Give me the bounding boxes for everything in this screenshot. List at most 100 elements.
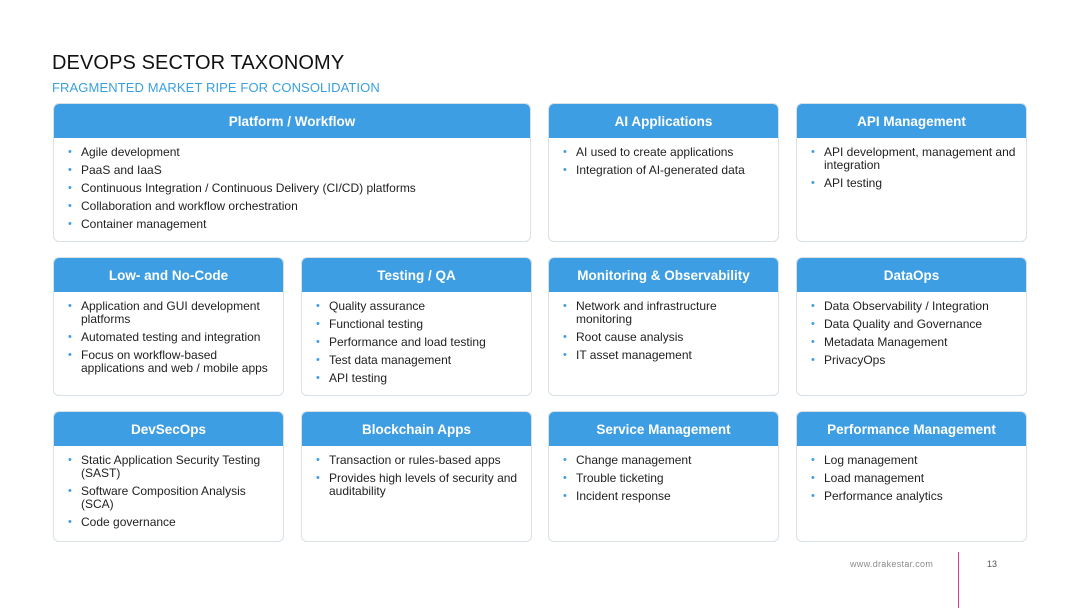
page-subtitle: FRAGMENTED MARKET RIPE FOR CONSOLIDATION (52, 80, 380, 95)
card-blockchain-apps: Blockchain Apps •Transaction or rules-ba… (301, 411, 532, 542)
list-item-text: Functional testing (329, 317, 424, 331)
bullet-icon: • (316, 372, 320, 384)
list-item-text: IT asset management (576, 348, 692, 362)
card-performance-management: Performance Management • Log management •… (796, 411, 1027, 542)
bullet-icon: • (68, 218, 72, 230)
bullet-icon: • (811, 177, 815, 189)
list-item-text: Data Quality and Governance (824, 317, 983, 331)
list-item-text: Focus on workflow-based applications and… (81, 348, 268, 375)
card-list: •API development, management and integra… (809, 146, 1016, 190)
card-list: •Change management • Trouble ticketing • I… (561, 454, 768, 503)
list-item-text: Trouble ticketing (576, 471, 664, 485)
list-item: •Network and infrastructure monitoring (561, 300, 768, 326)
list-item-text: Incident response (576, 489, 671, 503)
bullet-icon: • (563, 300, 567, 312)
card-list: • Application and GUI development platfor… (66, 300, 273, 375)
list-item: • Metadata Management (809, 336, 1016, 349)
card-service-management: Service Management •Change management •T… (548, 411, 779, 542)
bullet-icon: • (68, 331, 72, 343)
list-item: • Software Composition Analysis (SCA) (66, 485, 273, 511)
card-monitoring-observability: Monitoring & Observability •Network and … (548, 257, 779, 396)
card-list: •Static Application Security Testing (SA… (66, 454, 273, 529)
bullet-icon: • (563, 331, 567, 343)
bullet-icon: • (68, 300, 72, 312)
list-item: • Root cause analysis (561, 331, 768, 344)
bullet-icon: • (68, 454, 72, 466)
list-item: • Incident response (561, 490, 768, 503)
card-title: Blockchain Apps (302, 412, 531, 446)
list-item-text: Automated testing and integration (81, 330, 261, 344)
list-item: •Change management (561, 454, 768, 467)
bullet-icon: • (811, 354, 815, 366)
list-item-text: PaaS and IaaS (81, 163, 162, 177)
list-item: • Automated testing and integration (66, 331, 273, 344)
card-title: Low- and No-Code (54, 258, 283, 292)
bullet-icon: • (563, 349, 567, 361)
list-item-text: Metadata Management (824, 335, 948, 349)
list-item-text: API testing (329, 371, 388, 385)
list-item: •Agile development (66, 146, 520, 159)
list-item: •AI used to create applications (561, 146, 768, 159)
list-item-text: Performance analytics (824, 489, 943, 503)
card-list: •Transaction or rules-based apps •Provid… (314, 454, 521, 498)
bullet-icon: • (68, 182, 72, 194)
list-item-text: Software Composition Analysis (SCA) (81, 484, 246, 511)
card-title: Testing / QA (302, 258, 531, 292)
bullet-icon: • (563, 146, 567, 158)
list-item: •Functional testing (314, 318, 521, 331)
bullet-icon: • (68, 516, 72, 528)
card-api-management: API Management •API development, managem… (796, 103, 1027, 242)
list-item: • Performance and load testing (314, 336, 521, 349)
footer-divider (958, 552, 959, 608)
list-item-text: Code governance (81, 515, 176, 529)
bullet-icon: • (316, 454, 320, 466)
bullet-icon: • (563, 490, 567, 502)
list-item: •Test data management (314, 354, 521, 367)
card-title: API Management (797, 104, 1026, 138)
bullet-icon: • (563, 472, 567, 484)
bullet-icon: • (811, 318, 815, 330)
card-list: •AI used to create applications •Integra… (561, 146, 768, 177)
list-item: • Continuous Integration / Continuous Del… (66, 182, 520, 195)
footer-url[interactable]: www.drakestar.com (850, 559, 934, 569)
list-item: •Quality assurance (314, 300, 521, 313)
bullet-icon: • (68, 485, 72, 497)
list-item: •Provides high levels of security and au… (314, 472, 521, 498)
bullet-icon: • (811, 336, 815, 348)
list-item-text: Application and GUI development platform… (81, 299, 260, 326)
bullet-icon: • (811, 472, 815, 484)
list-item: •Data Observability / Integration (809, 300, 1016, 313)
list-item-text: Root cause analysis (576, 330, 684, 344)
list-item-text: Performance and load testing (329, 335, 486, 349)
list-item-text: API testing (824, 176, 883, 190)
list-item: • PaaS and IaaS (66, 164, 520, 177)
list-item-text: PrivacyOps (824, 353, 886, 367)
card-list: •Log management •Load management •Perfor… (809, 454, 1016, 503)
card-dataops: DataOps •Data Observability / Integratio… (796, 257, 1027, 396)
card-title: Performance Management (797, 412, 1026, 446)
list-item: • API testing (314, 372, 521, 385)
card-list: •Network and infrastructure monitoring •… (561, 300, 768, 362)
list-item-text: Log management (824, 453, 918, 467)
bullet-icon: • (811, 490, 815, 502)
page-title: DEVOPS SECTOR TAXONOMY (52, 52, 345, 74)
bullet-icon: • (811, 146, 815, 158)
card-list: •Data Observability / Integration • Data … (809, 300, 1016, 367)
card-devsecops: DevSecOps •Static Application Security T… (53, 411, 284, 542)
list-item: •Container management (66, 218, 520, 231)
bullet-icon: • (316, 336, 320, 348)
card-list: •Agile development • PaaS and IaaS • Conti… (66, 146, 520, 231)
list-item: • IT asset management (561, 349, 768, 362)
list-item-text: Continuous Integration / Continuous Deli… (81, 181, 416, 195)
list-item: • API testing (809, 177, 1016, 190)
page-number: 13 (987, 559, 998, 569)
card-title: AI Applications (549, 104, 778, 138)
list-item: •Static Application Security Testing (SA… (66, 454, 273, 480)
list-item: • PrivacyOps (809, 354, 1016, 367)
bullet-icon: • (68, 200, 72, 212)
list-item: • Trouble ticketing (561, 472, 768, 485)
list-item: •API development, management and integra… (809, 146, 1016, 172)
bullet-icon: • (68, 349, 72, 361)
card-low-no-code: Low- and No-Code • Application and GUI de… (53, 257, 284, 396)
bullet-icon: • (68, 164, 72, 176)
